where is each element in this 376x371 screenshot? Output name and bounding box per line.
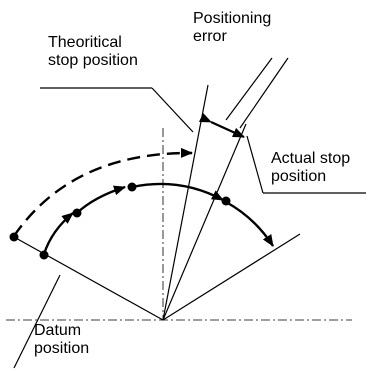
datum-radial-line: [13, 236, 164, 321]
theoretical-stop-line-2: stop position: [48, 52, 138, 69]
step-arc-3: [131, 182, 224, 202]
theoretical-path-arc: [13, 147, 193, 237]
step-arc-2: [76, 185, 126, 214]
theoretical-stop-line-1: Theoritical: [48, 34, 122, 51]
theoretical-stop-radial-line: [162, 84, 209, 321]
datum-line-2: position: [34, 340, 90, 357]
theoretical-stop-pointer: [151, 87, 194, 133]
actual-stop-leader: [246, 135, 264, 194]
datum-label: Datum position: [34, 322, 89, 358]
final-radial-line: [162, 233, 301, 321]
positioning-error-leader-2: [239, 57, 289, 129]
actual-stop-label: Actual stop position: [271, 150, 350, 186]
actual-stop-radial-line: [162, 123, 247, 321]
datum-leader: [13, 274, 61, 369]
step-dot-2: [72, 208, 82, 218]
positioning-error-line-1: Positioning: [193, 10, 272, 27]
actual-stop-line-2: position: [271, 168, 327, 185]
positioning-error-leader-1: [225, 57, 273, 121]
datum-line-1: Datum: [34, 322, 82, 339]
positioning-error-label: Positioning error: [193, 10, 271, 46]
step-dot-3: [127, 182, 137, 192]
positioning-error-arrow: [198, 112, 245, 139]
step-dot-1: [39, 250, 49, 260]
datum-dot: [9, 232, 19, 242]
positioning-error-line-2: error: [193, 28, 227, 45]
step-dot-4: [221, 196, 231, 206]
step-arc-4: [225, 200, 275, 247]
actual-stop-line-1: Actual stop: [271, 150, 351, 167]
step-arc-1: [42, 212, 74, 255]
theoretical-stop-label: Theoritical stop position: [48, 34, 138, 70]
